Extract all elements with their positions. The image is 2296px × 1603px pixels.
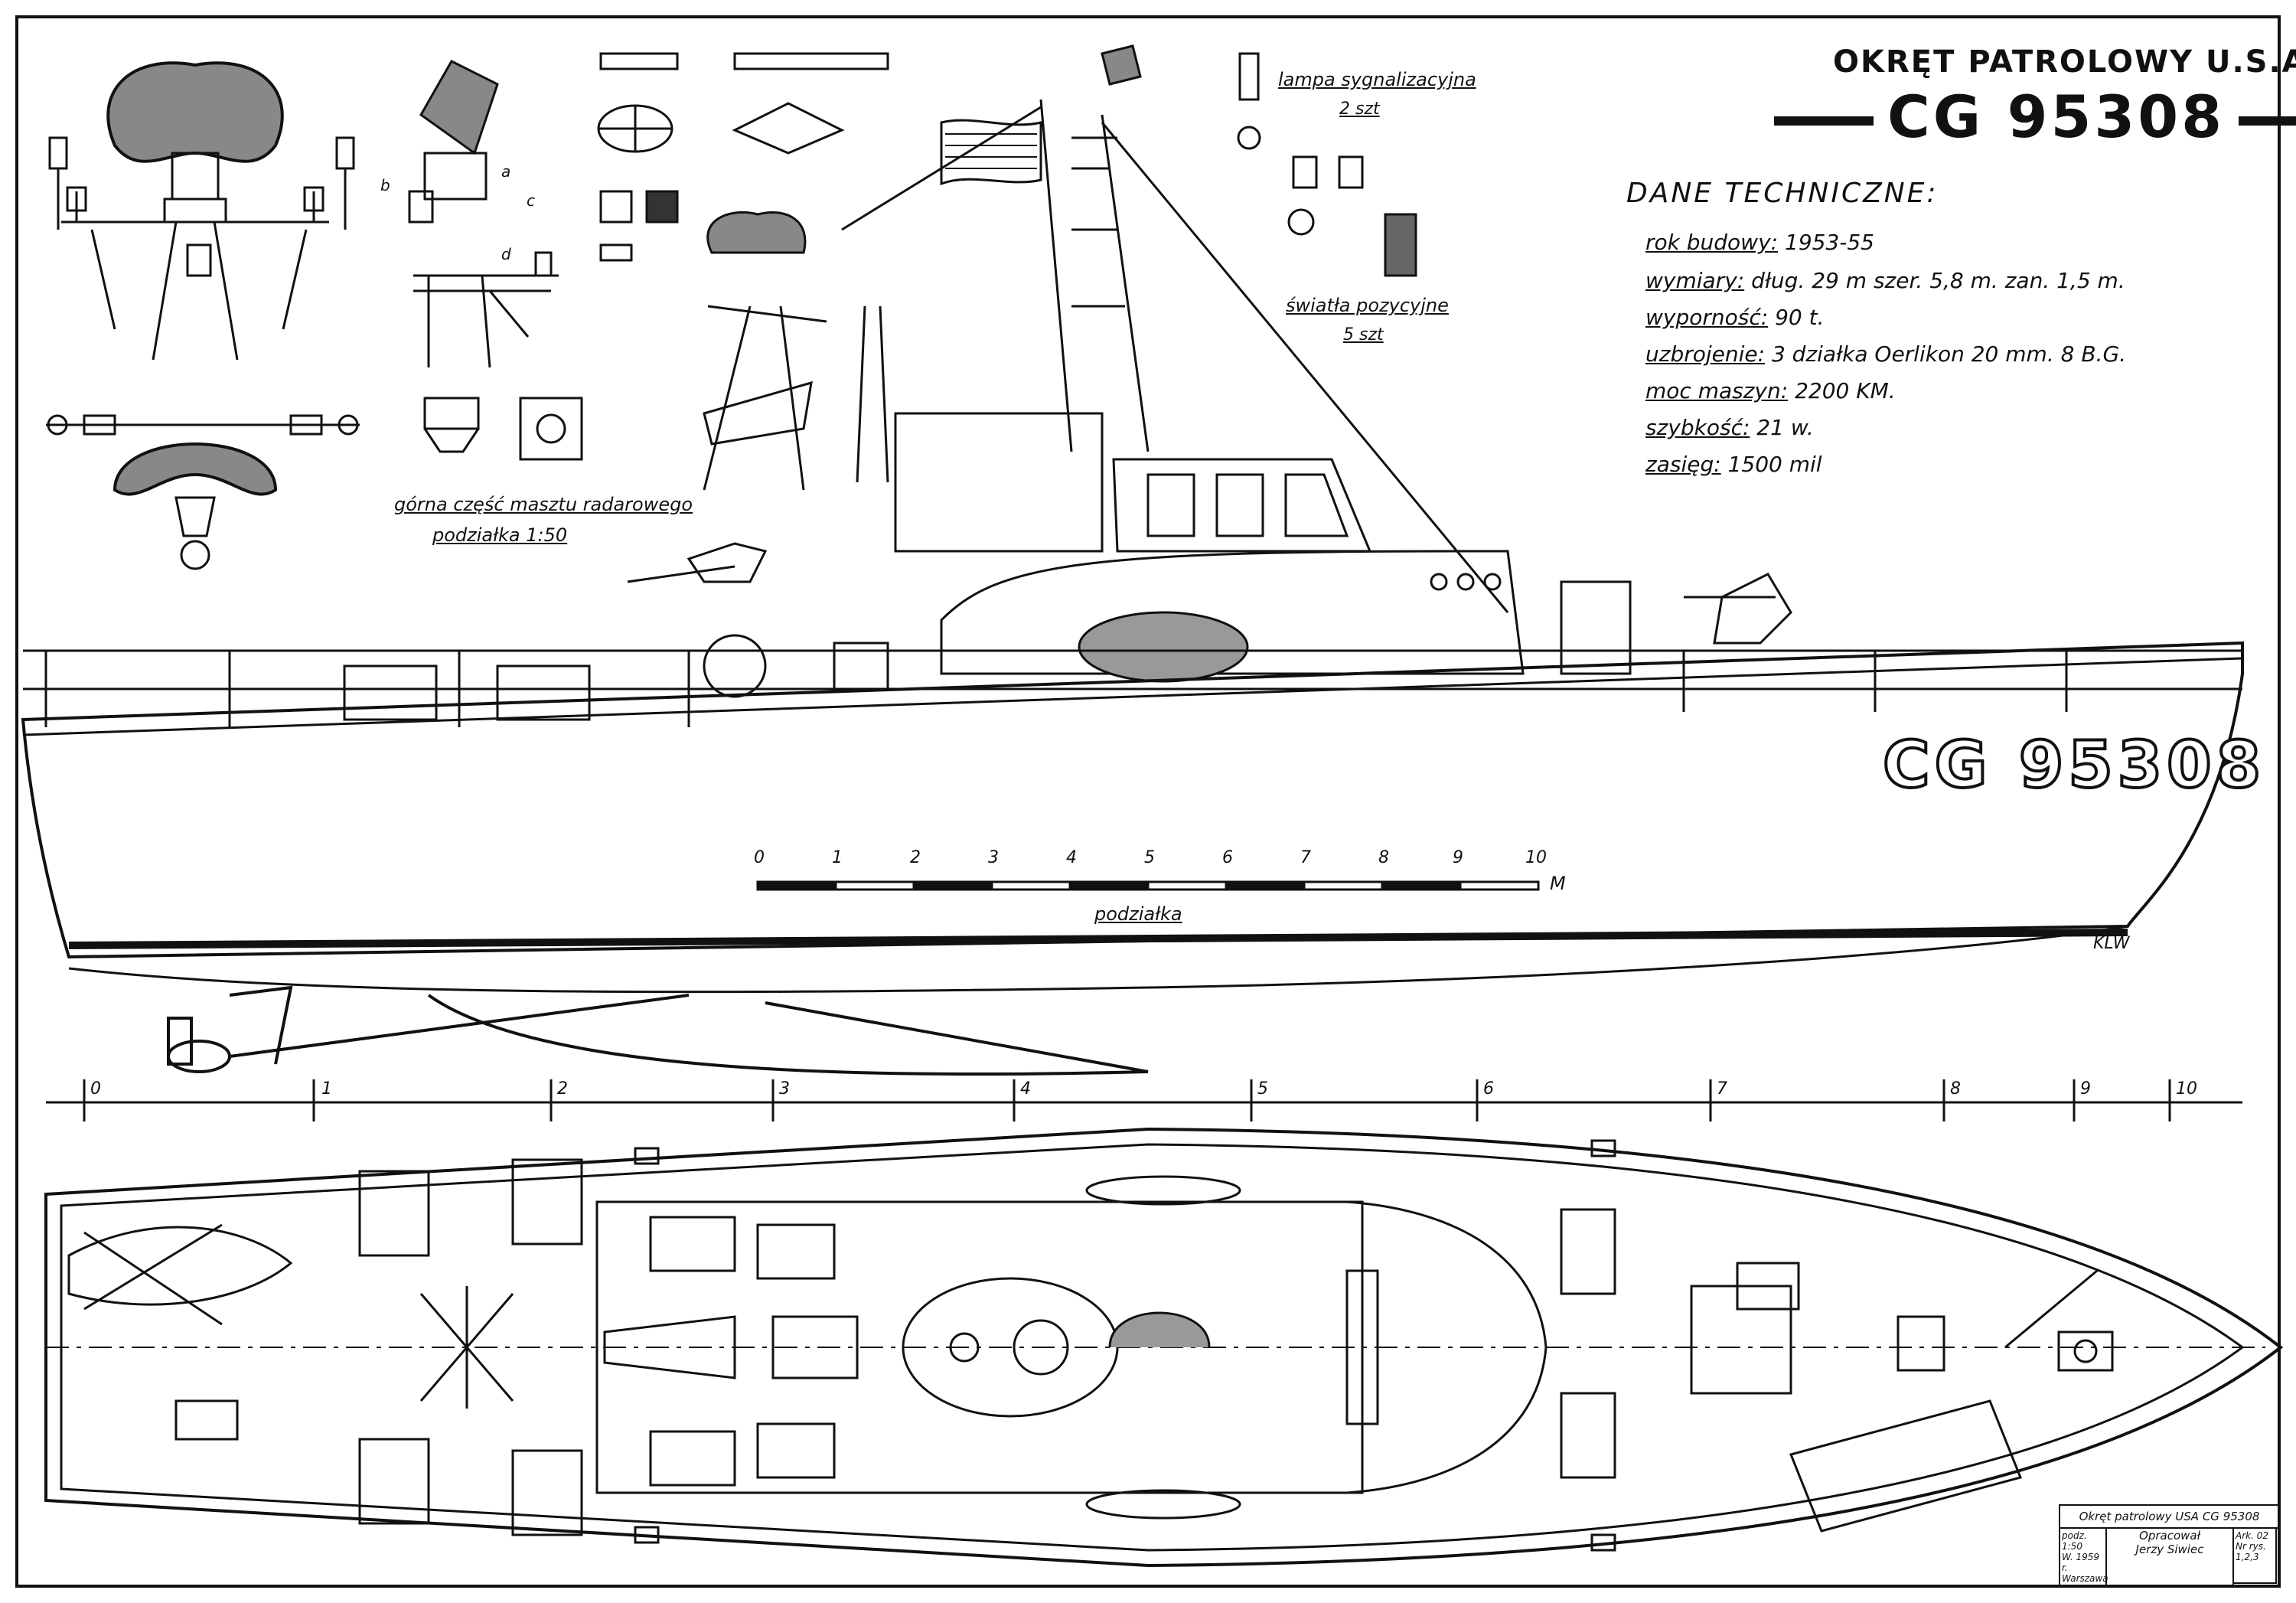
detail-label-b: b: [380, 176, 390, 194]
scale-tick-label: 7: [1300, 848, 1311, 867]
title-block-sheet: Ark. 02: [2236, 1530, 2268, 1541]
frame-tick-label: 8: [1950, 1079, 1961, 1099]
scale-tick-label: 1: [832, 848, 843, 867]
signal-lamp-label: lampa sygnalizacyjna: [1278, 69, 1476, 90]
spec-key: uzbrojenie:: [1645, 341, 1766, 367]
spec-key: szybkość:: [1645, 415, 1750, 440]
detail-label-c: c: [527, 191, 535, 210]
frame-tick-label: 1: [321, 1079, 332, 1099]
scale-tick-label: 2: [910, 848, 921, 867]
radar-mast-top-view: [46, 414, 360, 570]
hull-number-heading: CG 95308: [1760, 83, 2296, 151]
spec-value: dług. 29 m szer. 5,8 m. zan. 1,5 m.: [1751, 268, 2125, 293]
title-block-author-cell: Opracował Jerzy Siwiec: [2105, 1527, 2234, 1587]
radar-mast-front-view: [48, 61, 355, 361]
title-block-scale-date: podz. 1:50 W. 1959 r. Warszawa: [2059, 1527, 2108, 1587]
spec-row: wymiary: dług. 29 m szer. 5,8 m. zan. 1,…: [1645, 268, 2125, 293]
spec-value: 3 działka Oerlikon 20 mm. 8 B.G.: [1771, 341, 2127, 367]
position-lights-count: 5 szt: [1343, 325, 1384, 344]
hull-side-number: CG 95308: [1881, 726, 2266, 804]
spec-row: moc maszyn: 2200 KM.: [1645, 378, 1896, 403]
spec-value: 21 w.: [1756, 415, 1814, 440]
frame-tick-label: 2: [557, 1079, 568, 1099]
title-block-sheet-cell: Ark. 02 Nr rys. 1,2,3: [2232, 1527, 2277, 1584]
klw-mark: KLW: [2093, 934, 2130, 953]
side-elevation-hull: [21, 641, 2244, 1076]
spec-value: 1953-55: [1785, 230, 1874, 255]
frame-tick-label: 4: [1020, 1079, 1031, 1099]
radar-mast-label: górna część masztu radarowego: [394, 494, 693, 515]
signal-lamp-count: 2 szt: [1339, 100, 1380, 119]
spec-value: 2200 KM.: [1795, 378, 1896, 403]
drawing-title: OKRĘT PATROLOWY U.S.A.: [1833, 44, 2296, 80]
title-dash-right: [2239, 116, 2296, 126]
title-block-number: Nr rys. 1,2,3: [2236, 1541, 2266, 1562]
frame-tick-label: 5: [1257, 1079, 1268, 1099]
scale-tick-label: 8: [1378, 848, 1389, 867]
scale-tick-label: 9: [1453, 848, 1463, 867]
hull-number-text: CG 95308: [1887, 83, 2226, 151]
spec-value: 90 t.: [1775, 305, 1825, 330]
spec-value: 1500 mil: [1727, 452, 1822, 477]
detail-label-d: d: [501, 245, 511, 263]
frame-tick-label: 10: [2176, 1079, 2197, 1099]
scale-tick-label: 5: [1144, 848, 1155, 867]
scale-tick-label: 0: [754, 848, 765, 867]
spec-row: zasięg: 1500 mil: [1645, 452, 1822, 477]
frame-tick-label: 6: [1483, 1079, 1494, 1099]
scale-unit: M: [1550, 873, 1566, 894]
signal-lamps-drawing: [1237, 52, 1417, 277]
title-block-author: Jerzy Siwiec: [2135, 1543, 2204, 1556]
specs-heading: DANE TECHNICZNE:: [1626, 178, 1939, 209]
spec-key: rok budowy:: [1645, 230, 1779, 255]
scale-tick-label: 4: [1066, 848, 1077, 867]
mast-detail-parts: [597, 52, 889, 491]
radar-mast-side-view: [408, 60, 583, 461]
frame-tick-label: 3: [779, 1079, 790, 1099]
spec-row: szybkość: 21 w.: [1645, 415, 1814, 440]
spec-key: wymiary:: [1645, 268, 1745, 293]
title-block-prepared: Opracował: [2139, 1529, 2200, 1543]
spec-row: wyporność: 90 t.: [1645, 305, 1825, 330]
side-elevation-superstructure: [23, 44, 2242, 727]
detail-label-a: a: [501, 162, 511, 181]
position-lights-label: światła pozycyjne: [1286, 295, 1449, 316]
spec-row: rok budowy: 1953-55: [1645, 230, 1874, 255]
scale-tick-label: 10: [1525, 848, 1547, 867]
scale-tick-label: 3: [988, 848, 999, 867]
frame-tick-label: 0: [90, 1079, 101, 1099]
title-block-heading: Okręt patrolowy USA CG 95308: [2059, 1504, 2280, 1529]
frame-tick-label: 7: [1717, 1079, 1727, 1099]
deck-plan: [44, 1127, 2284, 1568]
title-dash-left: [1774, 116, 1874, 126]
spec-key: moc maszyn:: [1645, 378, 1789, 403]
title-block-scale: podz. 1:50: [2062, 1530, 2087, 1552]
spec-key: wyporność:: [1645, 305, 1769, 330]
spec-row: uzbrojenie: 3 działka Oerlikon 20 mm. 8 …: [1645, 341, 2126, 367]
scale-tick-label: 6: [1222, 848, 1233, 867]
radar-mast-scale: podziałka 1:50: [432, 524, 568, 546]
sheet-border: [15, 15, 2281, 1588]
title-block-date: W. 1959 r. Warszawa: [2062, 1552, 2108, 1584]
scale-caption: podziałka: [1094, 903, 1182, 925]
frame-ruler: [46, 1079, 2242, 1121]
frame-tick-label: 9: [2080, 1079, 2091, 1099]
scale-bar: [756, 880, 1540, 891]
spec-key: zasięg:: [1645, 452, 1721, 477]
